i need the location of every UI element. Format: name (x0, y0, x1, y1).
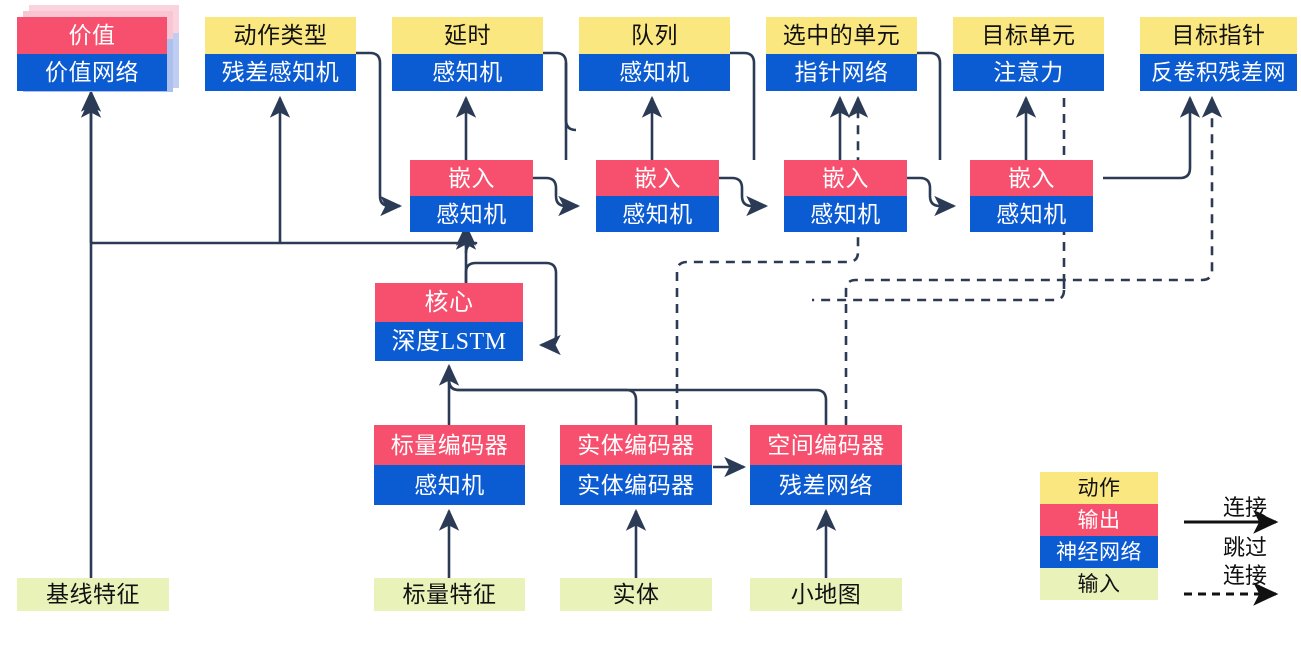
node-embed-3-output-band: 嵌入 (784, 160, 907, 196)
node-value[interactable]: 价值 价值网络 (17, 17, 167, 91)
node-selected-units[interactable]: 选中的单元 指针网络 (766, 17, 917, 91)
node-embed-2-network-band: 感知机 (596, 196, 719, 232)
node-scalar-encoder-output-band: 标量编码器 (374, 425, 525, 465)
node-value-output-band: 价值 (17, 17, 167, 54)
node-core[interactable]: 核心 深度LSTM (375, 283, 523, 361)
node-value-network-band: 价值网络 (17, 54, 167, 91)
node-target-unit[interactable]: 目标单元 注意力 (953, 17, 1104, 91)
node-entity-encoder-network-band: 实体编码器 (560, 465, 712, 505)
node-embed-3-network-band: 感知机 (784, 196, 907, 232)
node-target-point-action-band: 目标指针 (1140, 17, 1297, 54)
node-embed-1[interactable]: 嵌入 感知机 (410, 160, 533, 232)
node-spatial-encoder-network-band: 残差网络 (750, 465, 902, 505)
legend-edge-samples (1184, 510, 1279, 606)
node-selected-units-network-band: 指针网络 (766, 54, 917, 91)
input-minimap[interactable]: 小地图 (750, 578, 902, 611)
node-embed-4-output-band: 嵌入 (970, 160, 1093, 196)
node-core-output-band: 核心 (375, 283, 523, 322)
legend-swatch-network: 神经网络 (1040, 536, 1158, 568)
node-target-unit-action-band: 目标单元 (953, 17, 1104, 54)
input-baseline-features[interactable]: 基线特征 (17, 578, 169, 611)
node-action-type[interactable]: 动作类型 残差感知机 (205, 17, 356, 91)
node-delay[interactable]: 延时 感知机 (392, 17, 543, 91)
node-embed-4[interactable]: 嵌入 感知机 (970, 160, 1093, 232)
input-entities[interactable]: 实体 (560, 578, 712, 611)
node-target-unit-network-band: 注意力 (953, 54, 1104, 91)
node-spatial-encoder-output-band: 空间编码器 (750, 425, 902, 465)
node-embed-3[interactable]: 嵌入 感知机 (784, 160, 907, 232)
node-embed-4-network-band: 感知机 (970, 196, 1093, 232)
node-spatial-encoder[interactable]: 空间编码器 残差网络 (750, 425, 902, 505)
node-queue-network-band: 感知机 (579, 54, 730, 91)
node-embed-1-output-band: 嵌入 (410, 160, 533, 196)
node-target-point-network-band: 反卷积残差网 (1140, 54, 1297, 91)
input-scalar-features[interactable]: 标量特征 (374, 578, 525, 611)
node-queue[interactable]: 队列 感知机 (579, 17, 730, 91)
legend-swatch-input: 输入 (1040, 568, 1158, 600)
legend-swatch-action: 动作 (1040, 472, 1158, 504)
node-target-point[interactable]: 目标指针 反卷积残差网 (1140, 17, 1297, 91)
node-selected-units-action-band: 选中的单元 (766, 17, 917, 54)
node-entity-encoder[interactable]: 实体编码器 实体编码器 (560, 425, 712, 505)
legend-swatch-output: 输出 (1040, 504, 1158, 536)
legend-dashed-edge-label-line1: 跳过 (1222, 535, 1267, 560)
node-embed-2-output-band: 嵌入 (596, 160, 719, 196)
node-scalar-encoder-network-band: 感知机 (374, 465, 525, 505)
node-action-type-action-band: 动作类型 (205, 17, 356, 54)
legend-swatches: 动作 输出 神经网络 输入 (1040, 472, 1158, 600)
node-action-type-network-band: 残差感知机 (205, 54, 356, 91)
node-queue-action-band: 队列 (579, 17, 730, 54)
node-scalar-encoder[interactable]: 标量编码器 感知机 (374, 425, 525, 505)
node-delay-network-band: 感知机 (392, 54, 543, 91)
node-delay-action-band: 延时 (392, 17, 543, 54)
node-embed-2[interactable]: 嵌入 感知机 (596, 160, 719, 232)
node-core-network-band: 深度LSTM (375, 322, 523, 361)
node-embed-1-network-band: 感知机 (410, 196, 533, 232)
node-entity-encoder-output-band: 实体编码器 (560, 425, 712, 465)
